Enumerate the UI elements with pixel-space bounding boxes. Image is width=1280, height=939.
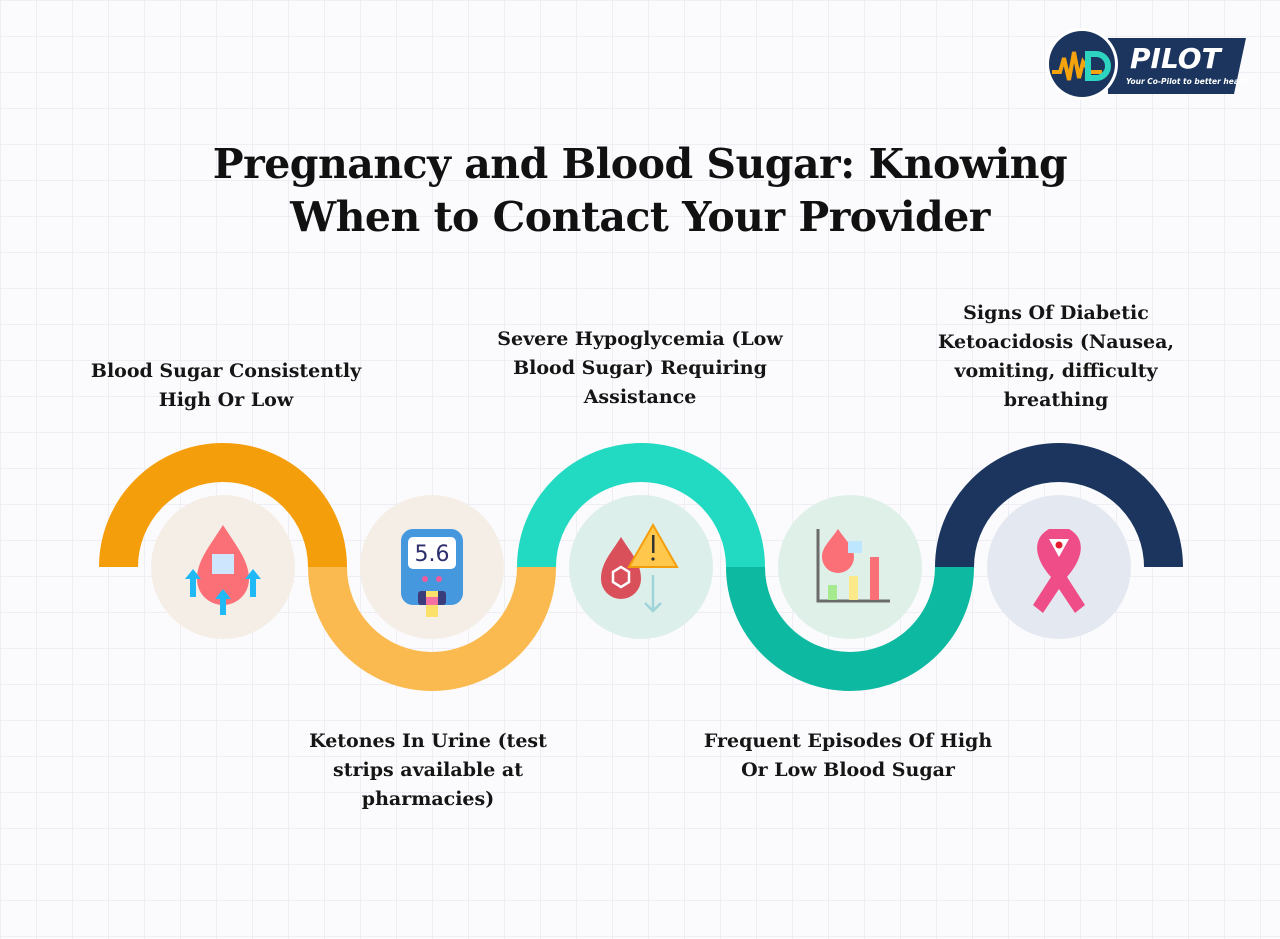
step-5-arc [935,443,1183,568]
step-2-arc [308,566,556,691]
title-line-1: Pregnancy and Blood Sugar: Knowing [212,140,1068,188]
step-1-label: Blood Sugar Consistently High Or Low [90,360,362,411]
glucometer-icon: 5.6 [401,529,463,617]
step-5-label: Signs Of Diabetic Ketoacidosis (Nausea, … [937,302,1175,411]
step-1-arc [99,443,347,568]
step-3-label: Severe Hypoglycemia (Low Blood Sugar) Re… [497,328,783,408]
step-4-label: Frequent Episodes Of High Or Low Blood S… [703,730,993,781]
step-2-label: Ketones In Urine (test strips available … [309,730,547,810]
step-3-arc [517,443,765,568]
step-5-icon-circle [987,495,1131,639]
logo-tagline: Your Co-Pilot to better health [1126,77,1248,86]
meter-reading: 5.6 [415,542,450,567]
page-title: Pregnancy and Blood Sugar: Knowing When … [0,138,1280,244]
logo-text: PILOT [1130,42,1223,75]
step-4-icon-circle [778,495,922,639]
step-3-icon-circle [569,495,713,639]
blood-drop-warning-icon [601,522,679,613]
blood-drop-sugar-up-icon [185,525,261,615]
md-pilot-logo: PILOT Your Co-Pilot to better health [1046,28,1250,100]
step-1-icon-circle [151,495,295,639]
step-4-arc [726,566,974,691]
step-2-icon-circle: 5.6 [360,495,504,639]
title-line-2: When to Contact Your Provider [290,193,990,241]
awareness-ribbon-icon [1033,529,1085,613]
blood-sugar-chart-icon [816,529,890,603]
